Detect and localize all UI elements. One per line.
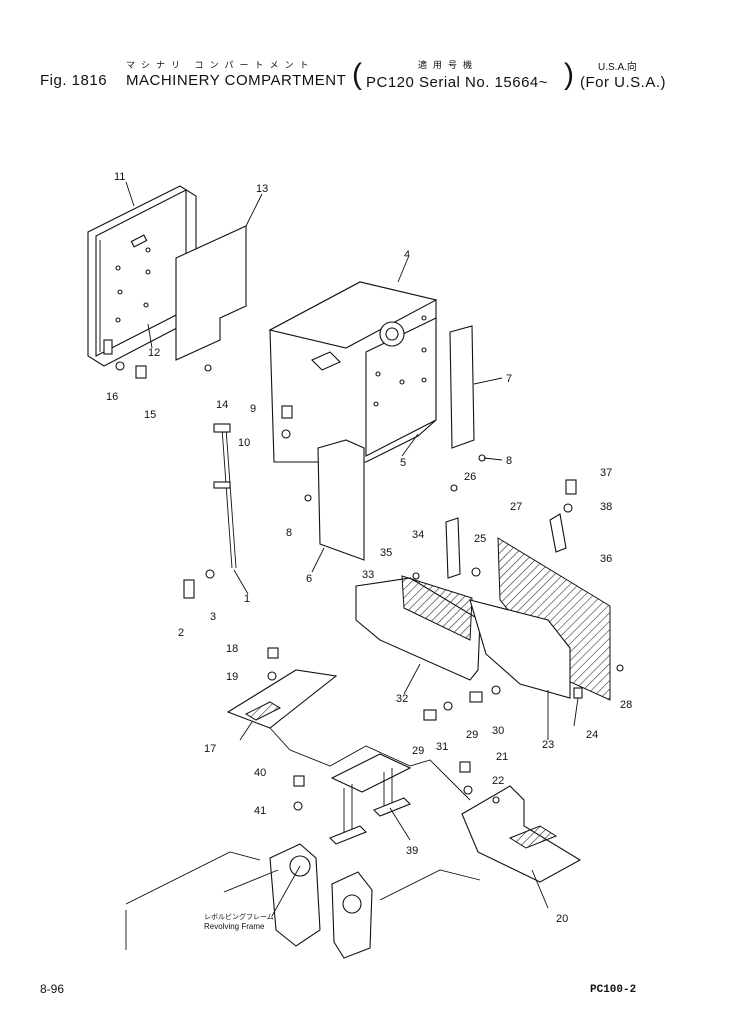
part-number-39: 39 [406,845,418,857]
part-number-18: 18 [226,643,238,655]
title-japanese: マシナリ コンパートメント [126,60,315,70]
part-number-13: 13 [256,183,268,195]
frame-outline [269,727,471,801]
side-door-panel [87,185,197,367]
part-number-38: 38 [600,501,612,513]
floor-plate [461,785,582,883]
stand-bracket [329,753,412,845]
part-number-11: 11 [114,171,125,183]
serial-number: PC120 Serial No. 15664~ [366,74,549,91]
part-number-14: 14 [216,399,228,411]
part-number-34: 34 [412,529,424,541]
part-number-35: 35 [380,547,392,559]
part-number-29: 29 [412,745,424,757]
part-number-37: 37 [600,467,612,479]
part-number-23: 23 [542,739,554,751]
part-number-17: 17 [204,743,216,755]
part-number-33: 33 [362,569,374,581]
bracket [445,517,461,579]
frame-label-japanese: レボルビングフレーム [204,914,274,921]
washer [563,503,573,513]
part-number-28: 28 [620,699,632,711]
part-number-21: 21 [496,751,508,763]
part-number-22: 22 [492,775,504,787]
bottom-plate [469,599,571,699]
part-number-30: 30 [492,725,504,737]
compartment-cover [268,281,438,463]
washer [115,361,125,371]
frame-label: Revolving Frame [204,922,265,931]
clip [204,364,212,372]
part-number-3: 3 [210,611,216,623]
model-code: PC100-2 [590,984,637,996]
part-number-27: 27 [510,501,522,513]
stay-bar [183,423,237,599]
revolving-frame [125,843,481,959]
part-number-12: 12 [148,347,160,359]
part-number-41: 41 [254,805,266,817]
hinge-bracket [549,513,567,553]
clip [304,494,312,502]
seal-strip [449,325,475,449]
screen-mesh [497,537,611,701]
page-number: 8-96 [40,982,65,996]
part-number-6: 6 [306,573,312,585]
part-number-9: 9 [250,403,256,415]
part-number-7: 7 [506,373,512,385]
side-cover-plate [355,575,481,681]
part-number-8: 8 [506,455,512,467]
part-numbers: 1 2 3 4 5 6 7 8 8 9 10 11 12 13 14 15 16… [106,171,632,925]
part-number-8b: 8 [286,527,292,539]
seal-pad [317,439,365,561]
serial-japanese: 適用号機 [418,60,479,70]
part-number-24: 24 [586,729,598,741]
region-japanese: U.S.A.向 [598,62,637,73]
part-number-31: 31 [436,741,448,753]
washer [281,429,291,439]
part-number-32: 32 [396,693,408,705]
part-number-4: 4 [404,249,410,261]
part-number-20: 20 [556,913,568,925]
open-paren: ( [352,58,363,91]
part-number-2: 2 [178,627,184,639]
leader-lines [125,181,579,917]
part-number-16: 16 [106,391,118,403]
part-number-25: 25 [474,533,486,545]
close-paren: ) [564,58,575,91]
part-number-10: 10 [238,437,250,449]
figure-title: MACHINERY COMPARTMENT [126,72,347,89]
bolt [135,365,147,379]
region-label: (For U.S.A.) [580,74,667,91]
part-number-26: 26 [464,471,476,483]
bolt [281,405,293,419]
figure-number: Fig. 1816 [40,72,108,89]
bolt [565,479,577,495]
part-number-5: 5 [400,457,406,469]
part-number-29b: 29 [466,729,478,741]
part-number-1: 1 [244,593,250,605]
part-number-19: 19 [226,671,238,683]
part-number-15: 15 [144,409,156,421]
part-number-36: 36 [600,553,612,565]
part-number-40: 40 [254,767,266,779]
mount-plate [226,669,338,729]
